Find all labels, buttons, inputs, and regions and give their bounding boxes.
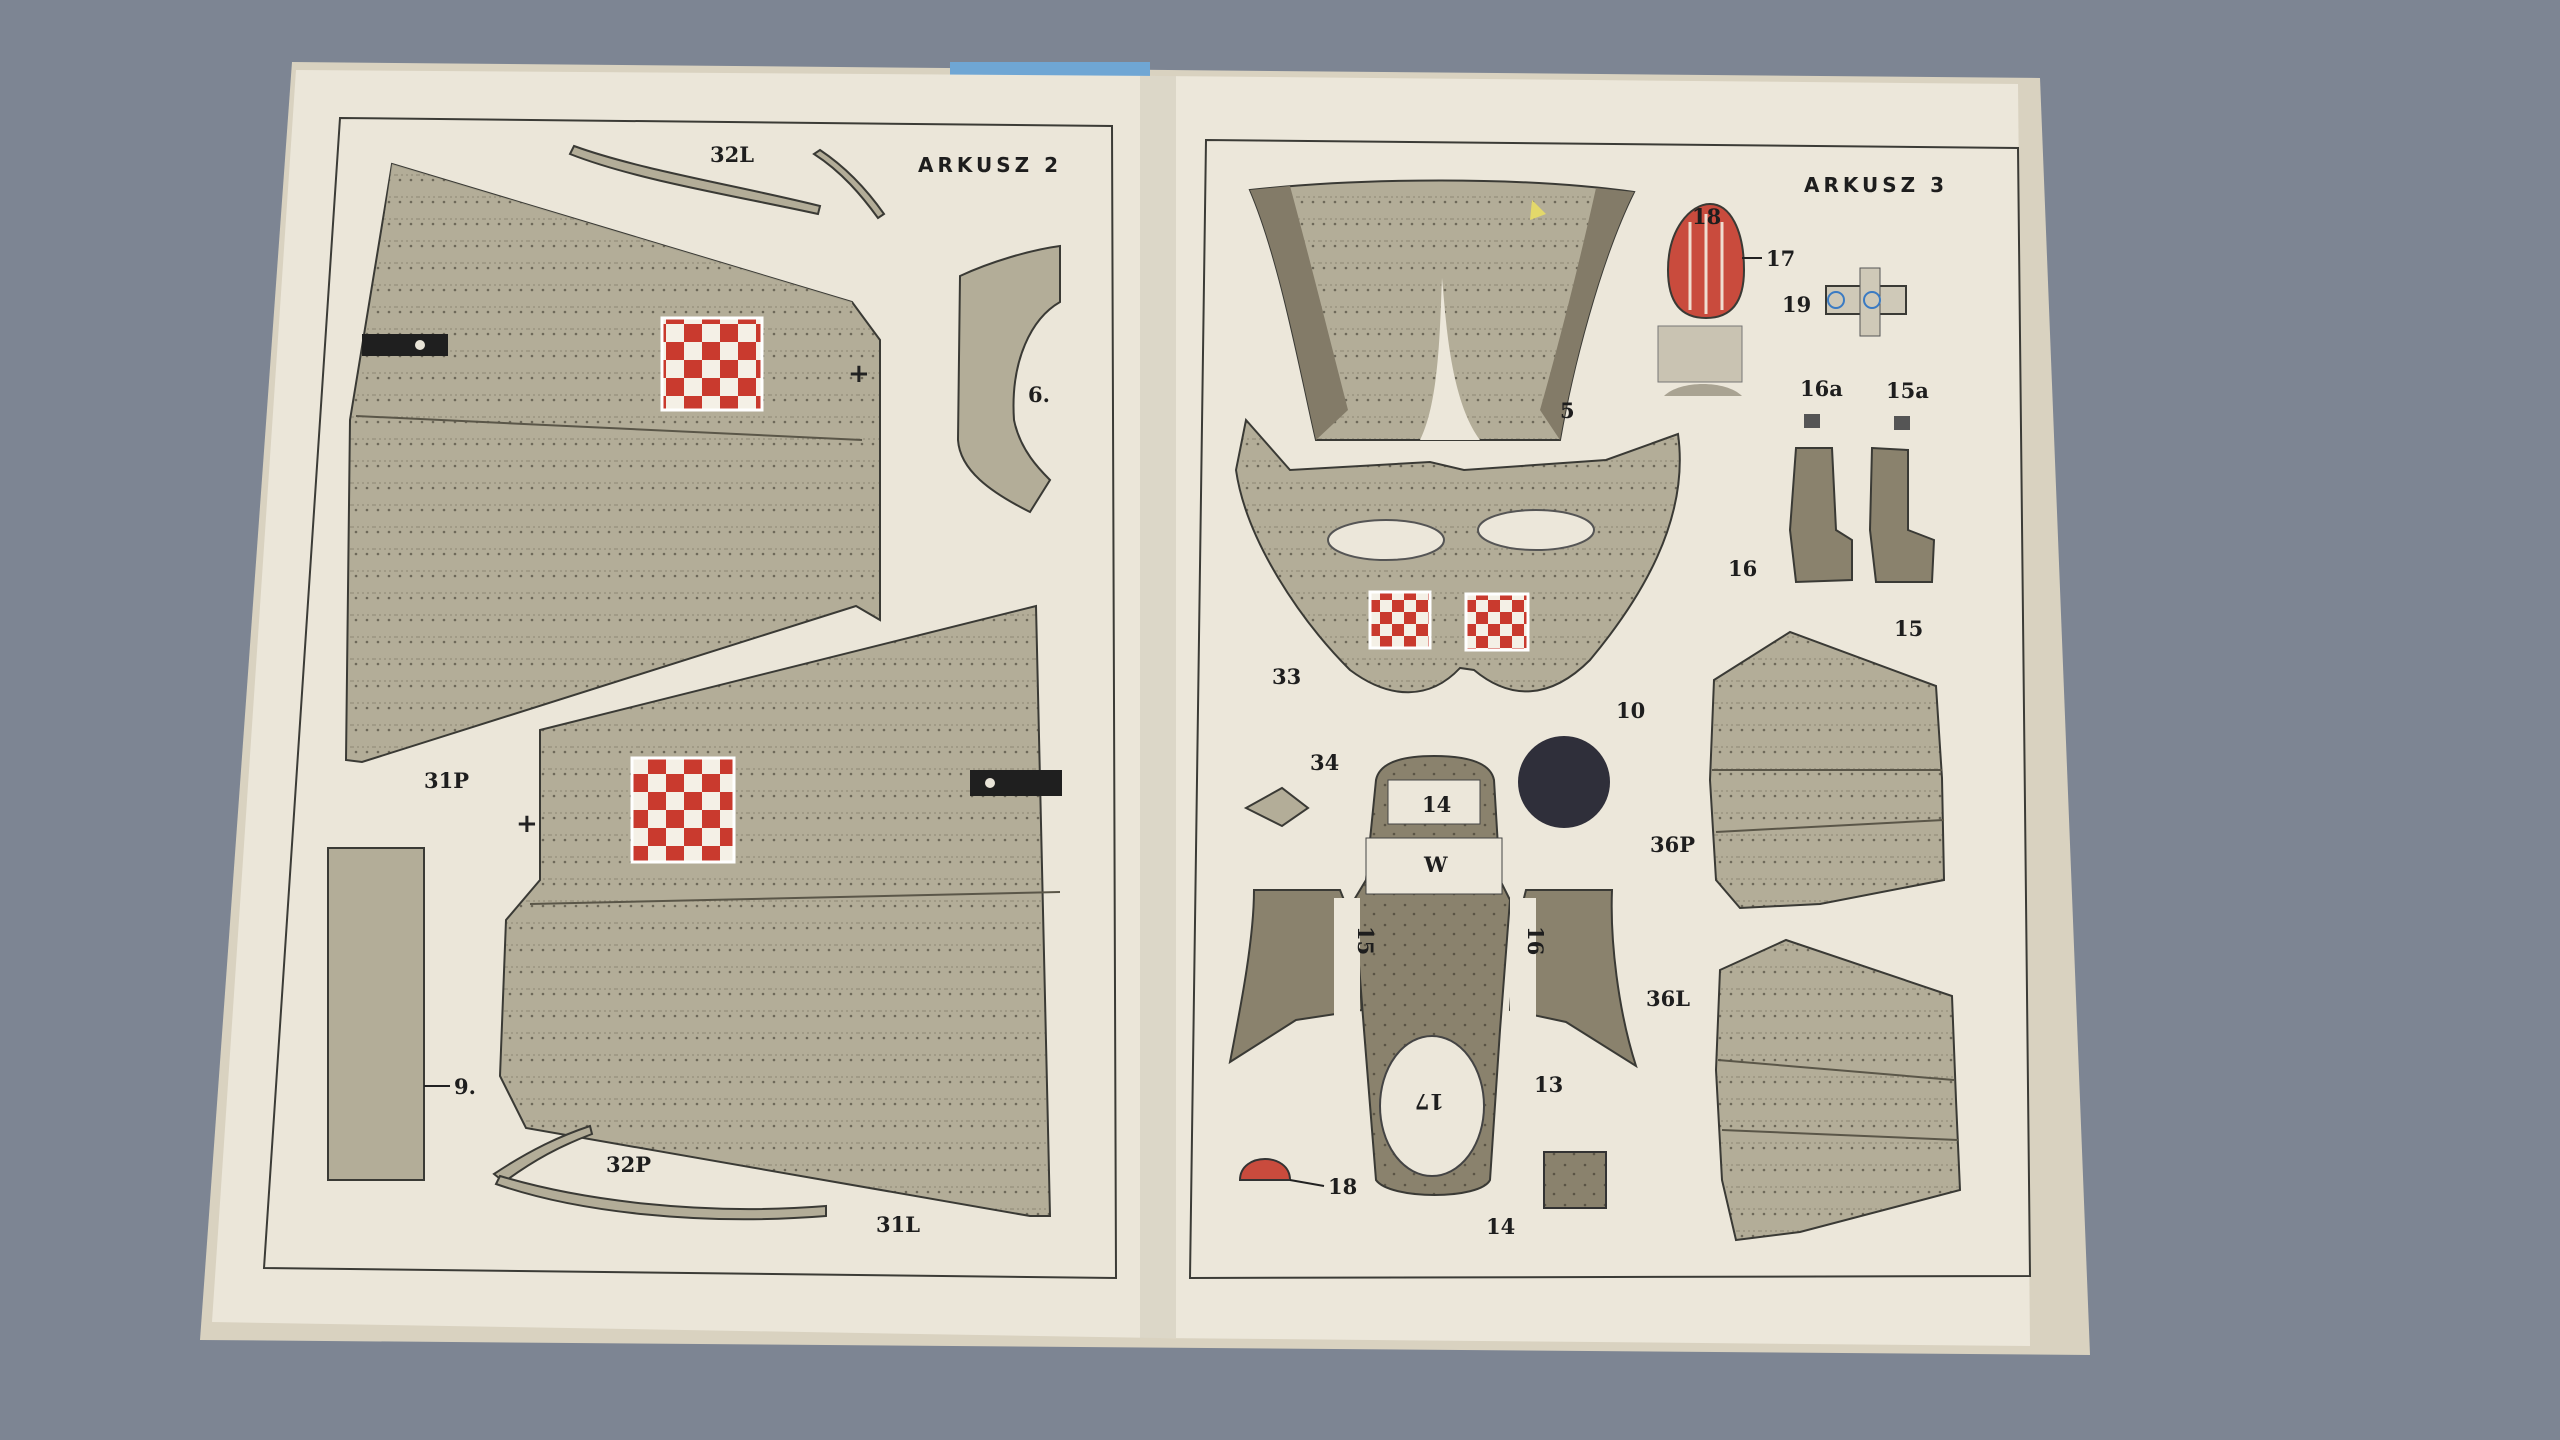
label-17-floor: 17 [1415,1089,1444,1114]
label-19: 19 [1782,292,1811,317]
label-18-top: 18 [1692,204,1721,229]
part-16 [1788,447,1853,584]
part-32P [492,1124,594,1184]
part-31P: + [344,162,881,764]
label-16: 16 [1728,556,1757,581]
label-W: W [1423,852,1448,877]
left-sheet: ARKUSZ 2 32L 6. + 31P + 31L [262,116,1118,1280]
part-14-square [1543,1151,1607,1209]
right-sheet: ARKUSZ 3 5 18 17 19 [1188,138,2032,1280]
part-18-half [1238,1158,1292,1181]
gutter-shadow [1140,76,1176,1338]
right-frame [1188,138,2032,1280]
label-9: 9. [454,1074,476,1099]
label-31P: 31P [424,768,469,793]
label-15-floor: 15 [1353,926,1378,955]
label-33: 33 [1272,664,1301,689]
part-5 [1248,179,1636,441]
label-34: 34 [1310,750,1339,775]
label-16-floor: 16 [1523,926,1548,955]
label-36P: 36P [1650,832,1695,857]
svg-text:+: + [848,359,870,389]
label-10: 10 [1616,698,1645,723]
label-6: 6. [1028,382,1050,407]
label-14-bottom: 14 [1486,1214,1515,1239]
label-5: 5 [1560,398,1575,423]
part-32L-tip [812,148,886,220]
spine-tape [950,62,1150,76]
part-9 [327,847,425,1181]
part-15 [1868,446,1936,583]
part-15a [1894,416,1910,430]
part-19 [1825,267,1907,337]
part-34 [1243,786,1310,828]
left-page-title: ARKUSZ 2 [918,153,1062,177]
label-17: 17 [1766,246,1795,271]
label-15: 15 [1894,616,1923,641]
part-18-cone [1657,202,1746,396]
label-32P: 32P [606,1152,651,1177]
part-6 [956,244,1061,514]
part-36L [1714,938,1962,1242]
label-15a: 15a [1886,378,1929,403]
label-31L: 31L [876,1212,920,1237]
label-14-top: 14 [1422,792,1451,817]
svg-text:+: + [516,809,538,839]
label-16a: 16a [1800,376,1843,401]
wing-stripe-31P [362,334,448,356]
part-10 [1518,736,1610,828]
wing-stripe-31L [970,770,1062,796]
part-13 [1228,754,1638,1196]
part-36P [1708,630,1946,910]
label-32L: 32L [710,142,754,167]
label-13: 13 [1534,1072,1563,1097]
part-32P-long [494,1174,827,1221]
label-18-bottom: 18 [1328,1174,1357,1199]
label-36L: 36L [1646,986,1690,1011]
left-frame [262,116,1118,1280]
part-31L: + [498,604,1062,1217]
part-32L [568,144,822,216]
part-16a [1804,414,1820,428]
part-33 [1234,417,1681,694]
right-page-title: ARKUSZ 3 [1804,173,1948,197]
wing-checker-31P [660,316,764,412]
wing-checker-31L [630,756,736,864]
